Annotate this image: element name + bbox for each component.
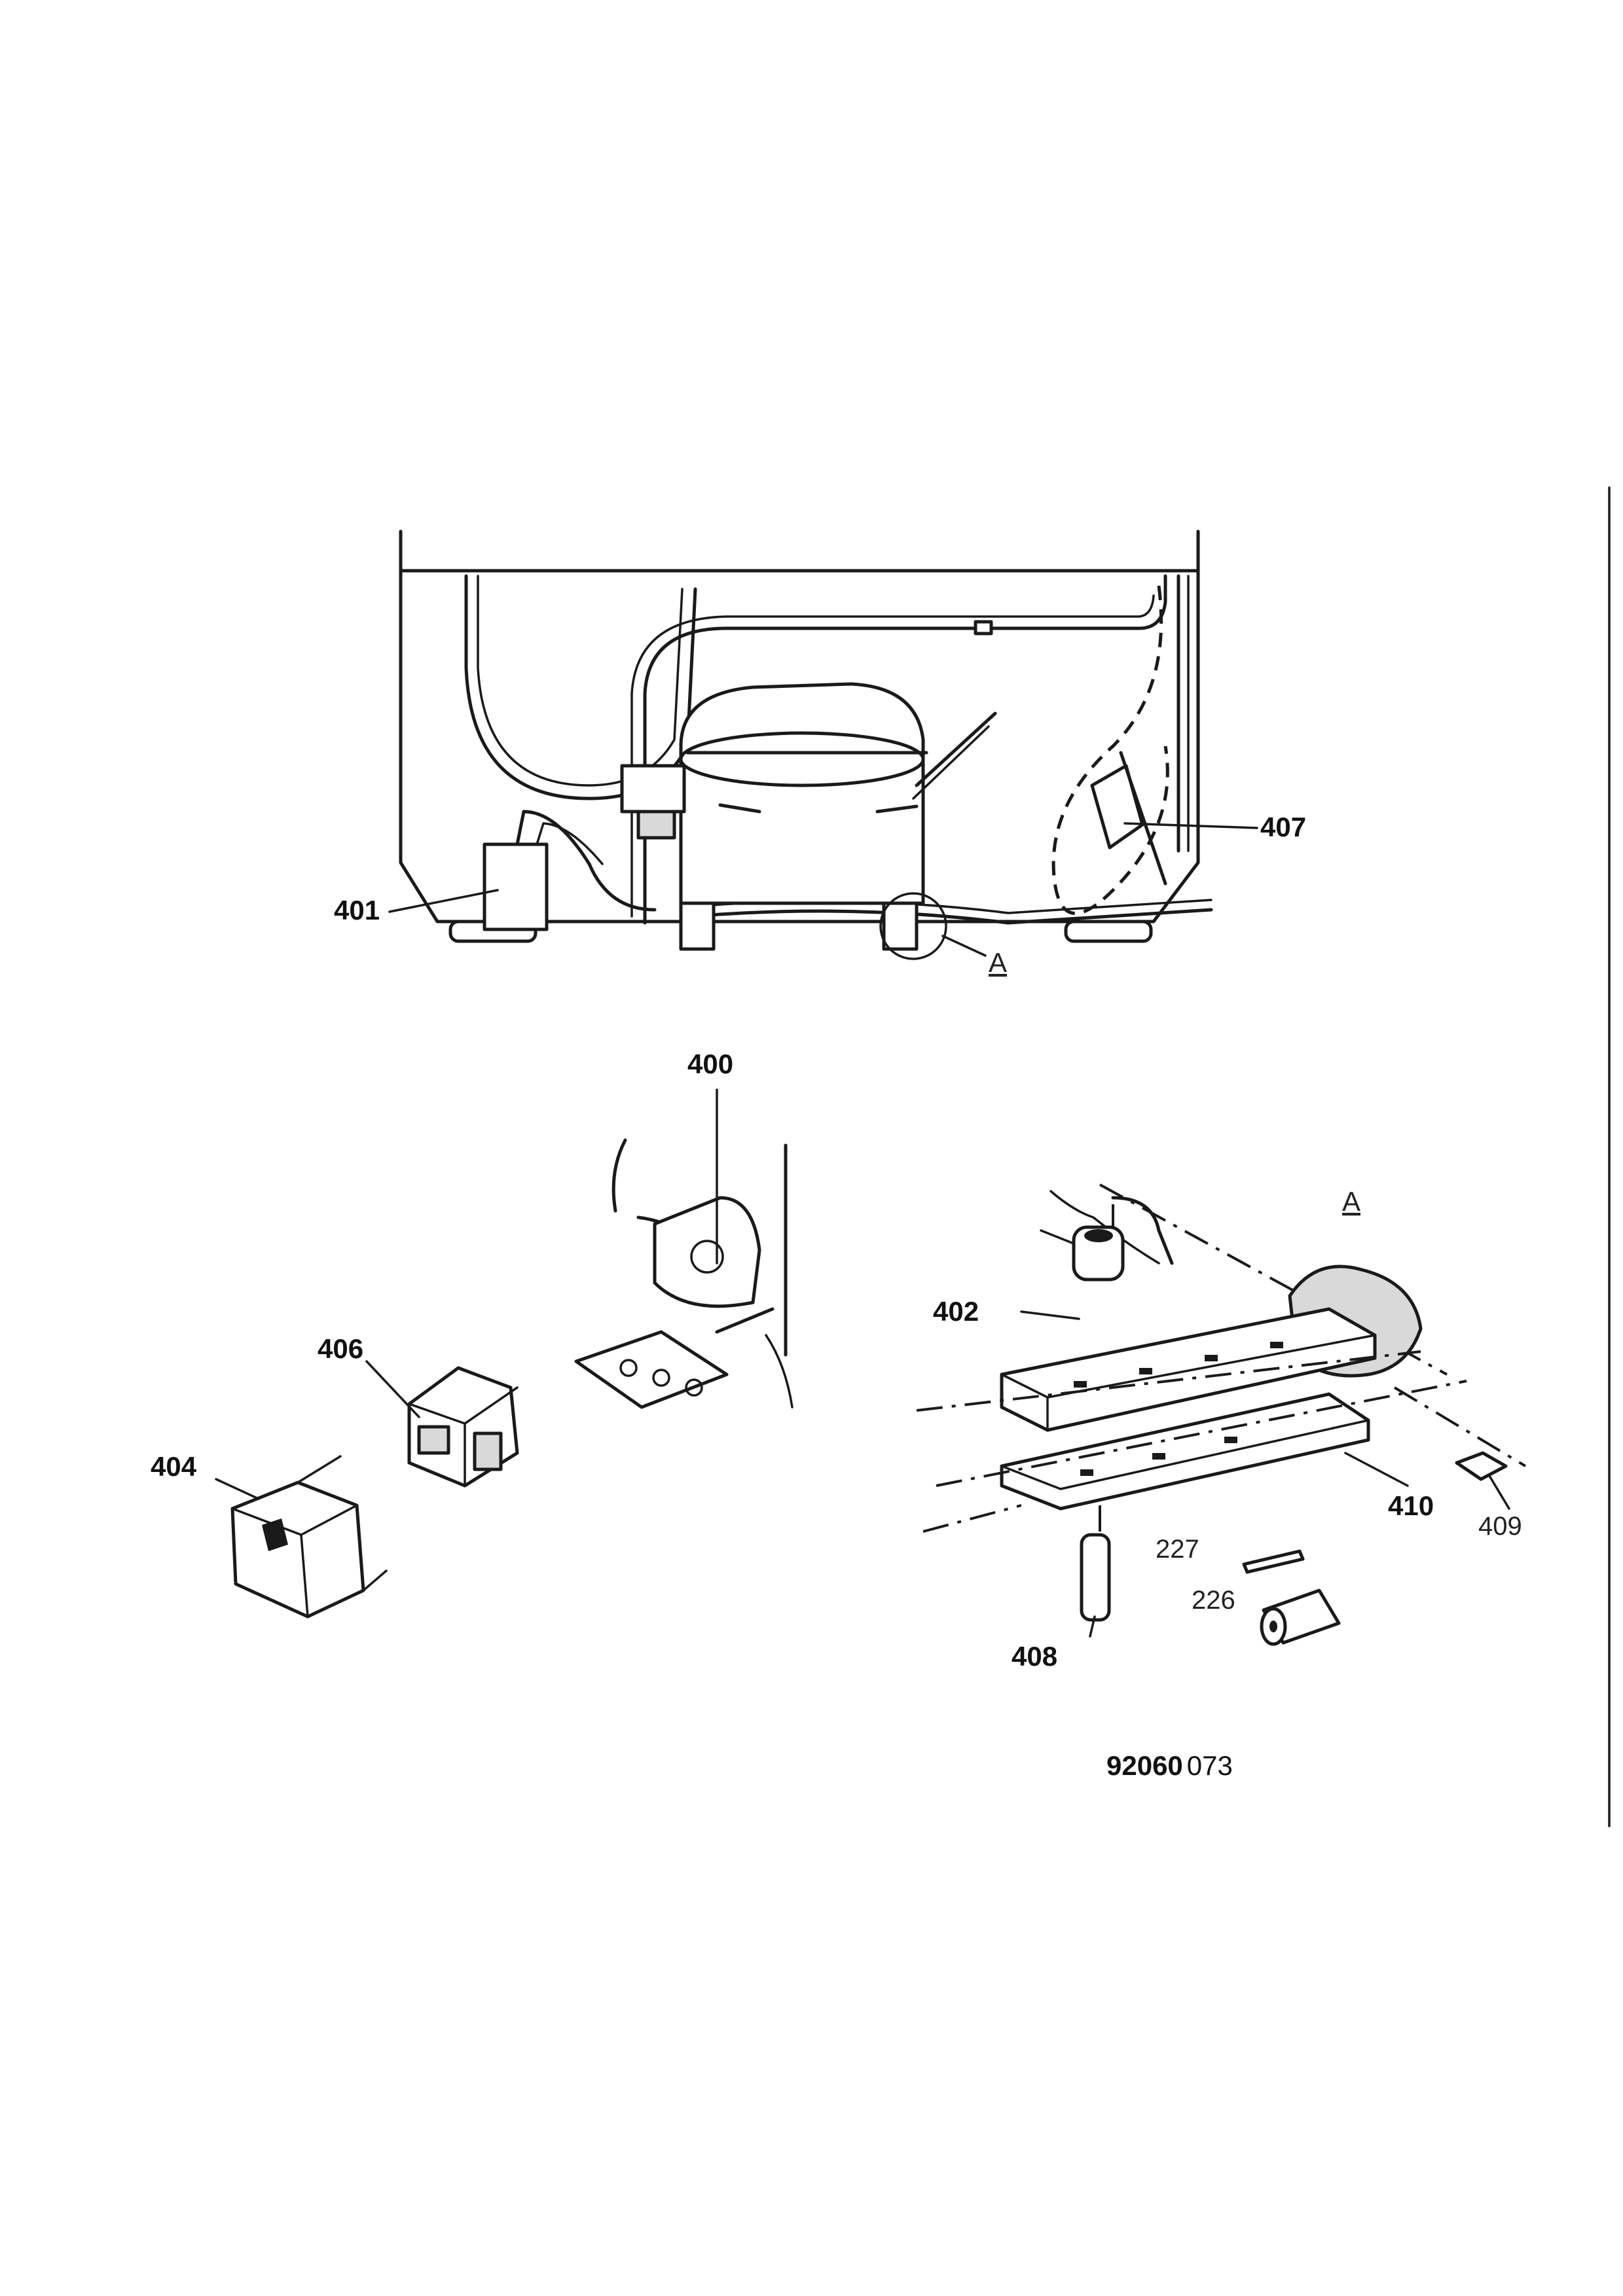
callout-226: 226	[1192, 1586, 1235, 1615]
callout-401: 401	[334, 895, 380, 925]
cabinet-assembly	[399, 529, 1213, 960]
drawing-code-bold: 92060	[1106, 1750, 1183, 1781]
callout-labels: 401 407 400 402 406 404 410 409 227 226 …	[151, 812, 1522, 1672]
detail-title-a: A	[1342, 1186, 1360, 1217]
compressor-detail	[574, 1138, 793, 1409]
leader-410	[1344, 1452, 1409, 1487]
callout-407: 407	[1260, 812, 1306, 842]
callout-406: 406	[318, 1333, 363, 1364]
drawing-code-light: 073	[1187, 1750, 1233, 1781]
callout-227: 227	[1156, 1535, 1199, 1564]
leader-404	[215, 1478, 260, 1500]
relay-part	[407, 1366, 519, 1488]
callout-404: 404	[151, 1451, 197, 1482]
leader-402	[1020, 1310, 1080, 1320]
leader-401	[388, 889, 499, 913]
callout-408: 408	[1012, 1641, 1057, 1672]
callout-410: 410	[1388, 1490, 1434, 1521]
leader-406	[365, 1360, 420, 1418]
leader-408	[1089, 1615, 1096, 1638]
leader-lines	[215, 822, 1510, 1638]
callout-409: 409	[1478, 1512, 1522, 1541]
detail-a-mount	[916, 1183, 1527, 1646]
leader-407	[1123, 822, 1258, 829]
cover-part	[230, 1455, 388, 1619]
callout-400: 400	[687, 1049, 733, 1079]
callout-402: 402	[933, 1296, 979, 1327]
detail-marker-a: A	[989, 947, 1007, 978]
leader-409	[1488, 1475, 1510, 1510]
